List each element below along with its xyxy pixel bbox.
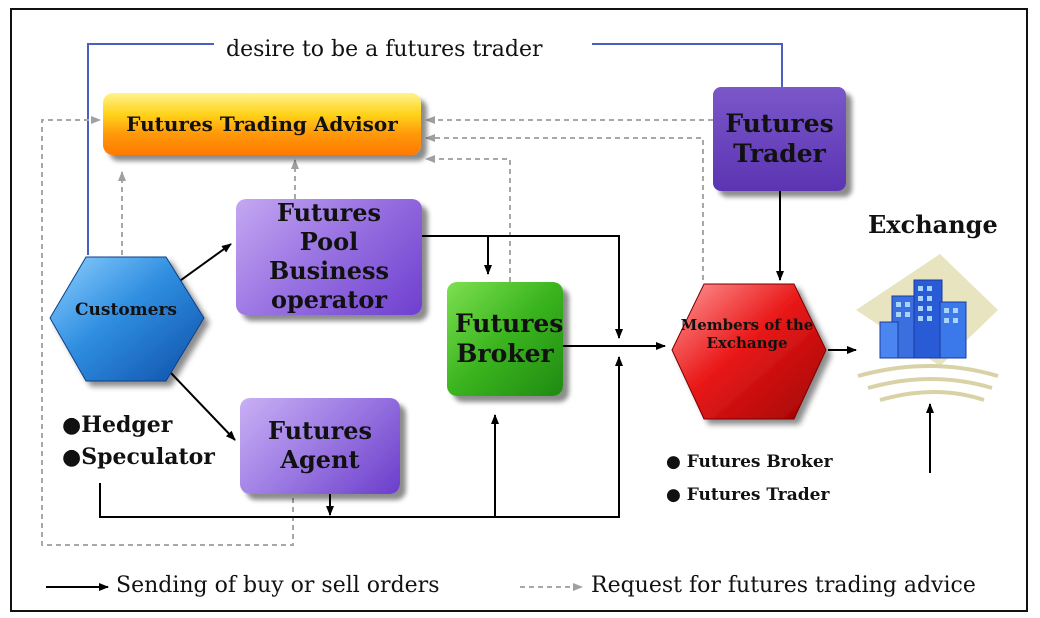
futures-trading-advisor-label: Futures Trading Advisor — [126, 112, 398, 136]
futures-agent-box: Futures Agent — [240, 398, 400, 494]
futures-agent-label: Futures Agent — [267, 416, 373, 474]
futures-trader-label: Futures Trader — [725, 109, 834, 168]
members-hexagon — [671, 283, 827, 420]
desire-link — [87, 43, 783, 255]
futures-pool-operator-box: Futures Pool Business operator — [236, 198, 422, 315]
legend-solid-label: Sending of buy or sell orders — [116, 573, 440, 598]
futures-trading-advisor-box: Futures Trading Advisor — [103, 93, 421, 155]
customers-label: Customers — [75, 300, 177, 320]
legend-dashed-label: Request for futures trading advice — [591, 573, 976, 598]
futures-broker-box: Futures Broker — [447, 282, 563, 396]
customer-type-item: ●Speculator — [62, 444, 215, 470]
advice-links — [41, 116, 713, 546]
futures-pool-operator-label: Futures Pool Business operator — [268, 198, 390, 314]
futures-trader-box: Futures Trader — [713, 87, 846, 191]
exchange-label: Exchange — [868, 210, 998, 239]
members-label: Members of the Exchange — [680, 316, 814, 352]
customer-type-item: ●Hedger — [62, 412, 173, 438]
order-links — [99, 191, 934, 518]
futures-broker-label: Futures Broker — [455, 309, 564, 368]
desire-label: desire to be a futures trader — [222, 37, 547, 62]
exchange-building-icon — [856, 254, 999, 402]
member-type-item: ● Futures Broker — [666, 452, 833, 472]
customers-hexagon — [49, 256, 205, 382]
member-type-item: ● Futures Trader — [666, 485, 830, 505]
